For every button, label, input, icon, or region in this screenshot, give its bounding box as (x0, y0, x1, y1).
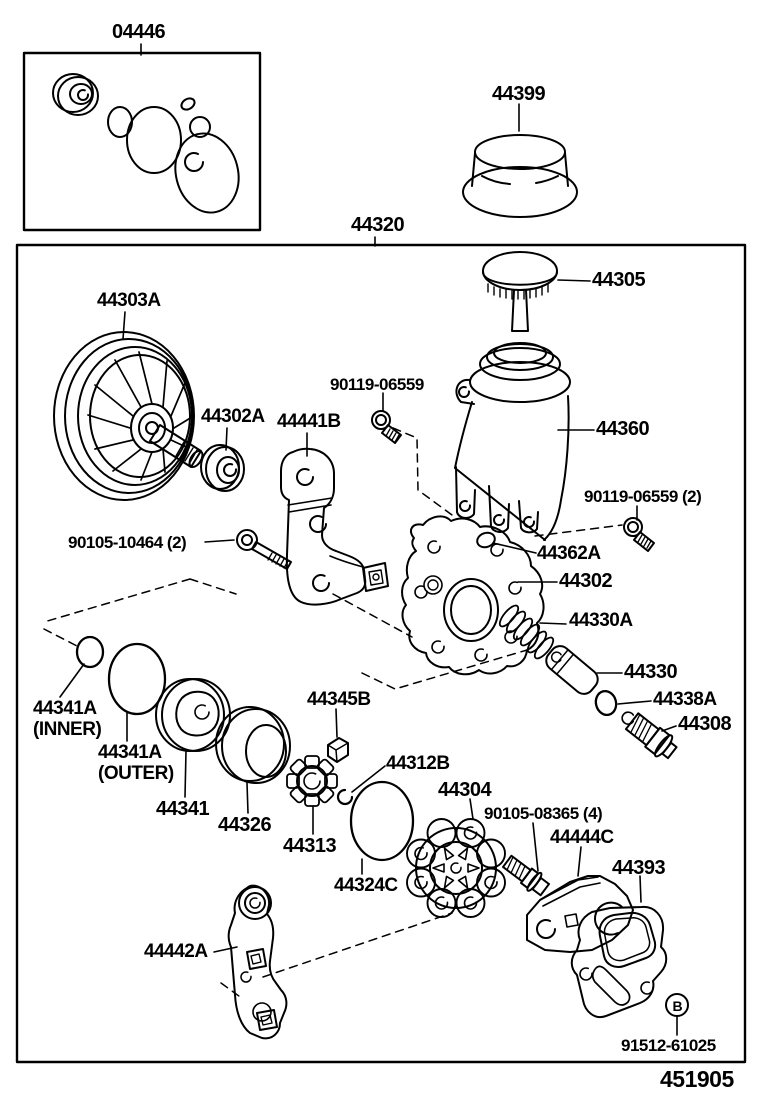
oring-rear-drawing (349, 780, 415, 862)
side-plate-drawing (215, 706, 291, 784)
part-label-cam-ring: 44341 (156, 798, 210, 820)
rear-housing-drawing (406, 818, 506, 918)
part-label-bracket-rear: 44444C (550, 827, 614, 848)
part-label-housing-front: 44302 (559, 570, 613, 592)
pressure-port-union-drawing (621, 711, 678, 760)
part-label-snap-ring: 44312B (386, 753, 450, 774)
reservoir-plug-drawing (462, 134, 578, 218)
bolt-90105-10464-drawing (236, 529, 292, 570)
oring-inner-drawing (75, 635, 105, 669)
rotor-drawing (286, 755, 338, 807)
part-label-bearing: 44302A (201, 406, 265, 427)
ref-letter-b: B (672, 998, 683, 1014)
gasket-drawing (570, 905, 668, 1018)
front-bracket-drawing (280, 447, 389, 606)
part-label-bracket-front: 44441B (277, 411, 341, 432)
part-label-oring-reservoir: 44362A (537, 543, 601, 564)
bolt-90119-06559-2-drawing (623, 517, 655, 552)
part-label-oring-inner-number: 44341A (33, 698, 97, 719)
assembly-dashed-lines (43, 427, 623, 1000)
part-label-oring-inner: 44341A (INNER) (33, 698, 102, 740)
lower-bracket-drawing (227, 884, 288, 1040)
part-label-bracket-lower: 44442A (144, 941, 208, 962)
part-label-bolt-small-2: 90119-06559 (2) (584, 487, 702, 506)
bearing-drawing (200, 444, 245, 492)
part-label-oring-outer-number: 44341A (98, 742, 162, 763)
reservoir-cap-drawing (482, 251, 558, 332)
part-label-oring-outer-note: (OUTER) (98, 762, 174, 784)
part-label-rotor: 44313 (283, 835, 337, 857)
pulley-drawing (53, 331, 204, 501)
part-label-reservoir-cap: 44305 (592, 269, 646, 291)
oring-outer-drawing (107, 642, 167, 716)
bolt-90119-06559-drawing (371, 410, 402, 444)
seal-kit-box (22, 51, 262, 232)
part-label-oring-outer: 44341A (OUTER) (98, 742, 174, 784)
cam-ring-drawing (155, 678, 231, 752)
bolt-90105-08365-drawing (502, 854, 550, 897)
part-label-side-plate: 44326 (218, 814, 272, 836)
part-label-spring: 44330A (569, 610, 633, 631)
leader-lines (59, 43, 678, 1036)
ref-letter-circle (665, 993, 689, 1017)
seal-kit-contents-drawing (52, 73, 240, 214)
part-label-pulley: 44303A (97, 290, 161, 311)
part-label-pump-assembly: 44320 (351, 214, 405, 236)
flow-control-valve-drawing (545, 645, 599, 695)
spring-drawing (498, 604, 555, 660)
snap-ring-drawing (336, 788, 354, 806)
part-label-bolt-ref: 91512-61025 (621, 1036, 716, 1055)
part-label-key: 44345B (307, 689, 371, 710)
key-drawing (327, 737, 349, 763)
rear-bracket-drawing (526, 875, 634, 953)
sheet-number: 451905 (660, 1066, 734, 1092)
part-label-oring-valve: 44338A (653, 689, 717, 710)
part-label-bolt-small: 90119-06559 (330, 375, 424, 394)
reservoir-oring-drawing (476, 531, 496, 549)
part-label-bolt-set: 90105-08365 (4) (484, 804, 603, 823)
part-label-oring-rear: 44324C (334, 875, 398, 896)
part-label-housing-rear: 44304 (438, 779, 492, 801)
part-label-reservoir-plug: 44399 (492, 83, 546, 105)
valve-oring-drawing (594, 689, 618, 717)
front-housing-drawing (401, 515, 545, 676)
part-label-oring-inner-note: (INNER) (33, 718, 102, 740)
part-label-valve: 44330 (624, 661, 678, 683)
part-label-bolt-long: 90105-10464 (2) (68, 533, 187, 552)
part-label-union: 44308 (678, 713, 732, 735)
reservoir-drawing (454, 342, 571, 541)
part-label-kit: 04446 (112, 21, 166, 43)
part-label-reservoir: 44360 (596, 418, 650, 440)
part-label-gasket: 44393 (612, 857, 666, 879)
pump-assembly-box (15, 243, 747, 1064)
